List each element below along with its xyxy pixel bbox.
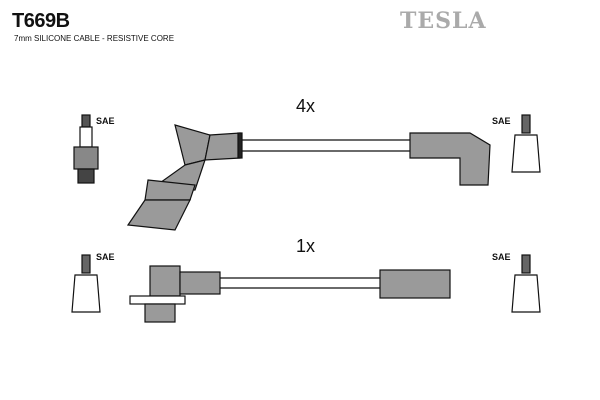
cable-description: 7mm SILICONE CABLE - RESISTIVE CORE bbox=[14, 34, 175, 43]
terminal-label-left: SAE bbox=[96, 252, 115, 262]
quantity-label: 4x bbox=[296, 96, 316, 116]
terminal-label-right: SAE bbox=[492, 252, 511, 262]
quantity-label: 1x bbox=[296, 236, 316, 256]
terminal-icon-sae bbox=[511, 254, 541, 313]
coil-boot-right bbox=[409, 132, 491, 186]
distributor-boot bbox=[379, 269, 451, 299]
terminal-label-left: SAE bbox=[96, 116, 115, 126]
part-number: T669B bbox=[12, 10, 70, 32]
brand-logo: TESLA bbox=[400, 8, 487, 34]
terminal-icon-sae bbox=[511, 114, 541, 173]
terminal-label-right: SAE bbox=[492, 116, 511, 126]
plug-boot-angled bbox=[126, 124, 243, 231]
plug-boot-90deg bbox=[129, 265, 221, 323]
spark-plug-icon bbox=[73, 114, 99, 184]
terminal-icon-sae bbox=[71, 254, 101, 313]
